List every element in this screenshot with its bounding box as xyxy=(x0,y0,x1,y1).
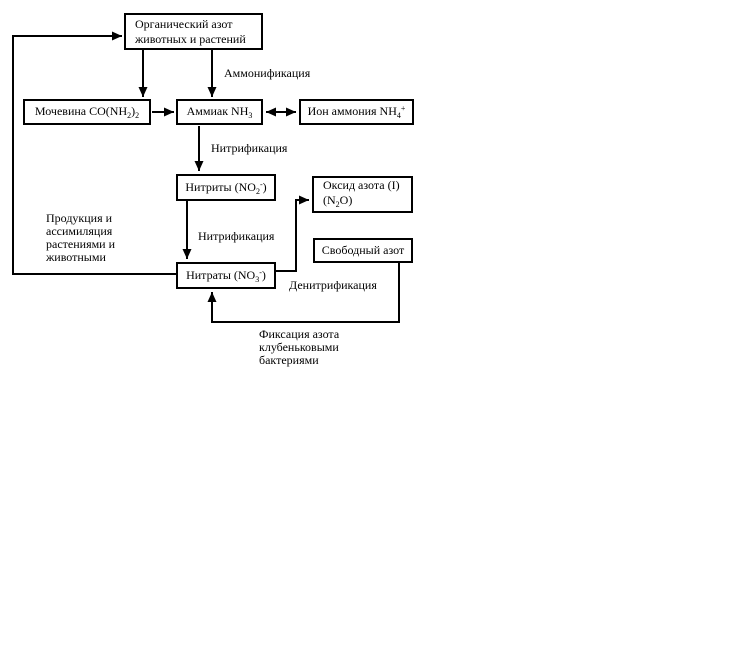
label-production-assimilation: Продукция и ассимиляция растениями и жив… xyxy=(46,211,116,264)
box-nitrogen-oxide: Оксид азота (I)(N2O) xyxy=(312,176,413,213)
label-nitrification-2: Нитрификация xyxy=(198,229,275,243)
box-ammonium-ion-label: Ион аммония NH4+ xyxy=(307,104,406,120)
box-free-nitrogen: Свободный азот xyxy=(313,238,413,263)
label-nitrogen-fixation: Фиксация азота клубеньковыми бактериями xyxy=(259,327,340,367)
box-urea: Мочевина CO(NH2)2 xyxy=(23,99,151,125)
box-nitrites-label: Нитриты (NO2-) xyxy=(185,179,267,196)
label-ammonification: Аммонификация xyxy=(224,66,311,80)
label-nitrification-1: Нитрификация xyxy=(211,141,288,155)
box-ammonia-label: Аммиак NH3 xyxy=(186,104,253,120)
label-denitrification: Денитрификация xyxy=(289,278,377,292)
box-free-nitrogen-label: Свободный азот xyxy=(321,243,405,257)
box-nitrates-label: Нитраты (NO3-) xyxy=(186,267,266,284)
arrow-assimilation-nitrates-to-organic xyxy=(12,31,176,275)
arrow-free-nitrogen-to-nitrates xyxy=(207,263,400,323)
box-ammonia: Аммиак NH3 xyxy=(176,99,263,125)
box-organic-nitrogen-label: Органический азот животных и растений xyxy=(135,16,246,46)
box-urea-label: Мочевина CO(NH2)2 xyxy=(34,104,140,120)
box-nitrogen-oxide-label: Оксид азота (I)(N2O) xyxy=(323,177,400,209)
arrow-nitrates-to-oxide xyxy=(276,195,309,272)
box-organic-nitrogen: Органический азот животных и растений xyxy=(124,13,263,50)
box-ammonium-ion: Ион аммония NH4+ xyxy=(299,99,414,125)
box-nitrites: Нитриты (NO2-) xyxy=(176,174,276,201)
box-nitrates: Нитраты (NO3-) xyxy=(176,262,276,289)
